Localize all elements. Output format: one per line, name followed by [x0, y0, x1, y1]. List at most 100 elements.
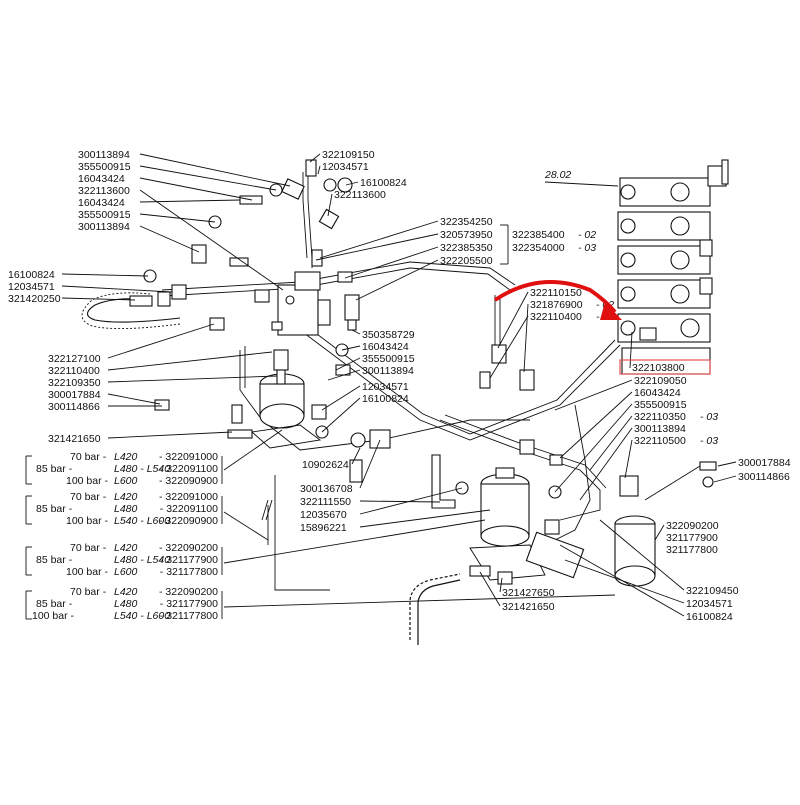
part-label: 355500915: [78, 209, 131, 221]
pressure-code-label: - 322090200: [159, 586, 218, 598]
part-label: 322385400: [512, 229, 565, 241]
part-label: 16043424: [362, 341, 409, 353]
model-label: L480: [114, 598, 138, 610]
leader-line: [315, 233, 439, 261]
pressure-bar-label: 85 bar -: [36, 503, 73, 515]
leader-line: [223, 511, 269, 541]
leader-line: [61, 285, 173, 293]
part-label: 322205500: [440, 255, 493, 267]
part-label: 355500915: [78, 161, 131, 173]
part-label: 300017884: [738, 457, 791, 469]
leader-line: [359, 509, 491, 528]
pressure-code-label: - 321177900: [160, 598, 218, 610]
leader-line: [579, 427, 633, 501]
part-label: 322110400: [530, 311, 582, 323]
part-label: 322354250: [440, 216, 493, 228]
central-valve-block: [277, 284, 319, 336]
part-label: 320573950: [440, 229, 493, 241]
pressure-code-label: - 322091100: [160, 503, 218, 515]
leader-line: [351, 329, 361, 335]
pressure-bar-label: 85 bar -: [36, 598, 73, 610]
part-label: 322113600: [78, 185, 130, 197]
leader-line: [629, 331, 633, 369]
pressure-bar-label: 100 bar -: [66, 566, 109, 578]
pressure-code-label: - 322091000: [159, 491, 218, 503]
part-label: 12035670: [300, 509, 347, 521]
part-label: 321421650: [502, 601, 555, 613]
pressure-code-label: - 321177800: [160, 566, 218, 578]
part-label: 321420250: [8, 293, 61, 305]
leader-line: [499, 577, 503, 593]
pressure-bar-label: 70 bar -: [70, 586, 107, 598]
leader-line: [544, 181, 619, 187]
part-label: 321876900: [530, 299, 583, 311]
part-label: 355500915: [362, 353, 415, 365]
leader-line: [355, 259, 439, 301]
part-label-suffix: - 02: [578, 229, 596, 241]
leader-line: [139, 177, 253, 201]
leader-line: [321, 397, 361, 433]
part-label: 322090200: [666, 520, 719, 532]
part-label: 12034571: [362, 381, 409, 393]
part-label: 300136708: [300, 483, 353, 495]
part-label: 12034571: [322, 161, 369, 173]
leader-line: [523, 303, 529, 373]
leader-line: [107, 393, 161, 405]
pressure-bar-label: 100 bar -: [66, 515, 109, 527]
leader-line: [497, 291, 529, 349]
leader-line: [624, 439, 633, 479]
part-label: 321177900: [666, 532, 718, 544]
leader-line: [223, 429, 283, 471]
part-label: 322110500: [634, 435, 686, 447]
model-label: L600: [114, 566, 138, 578]
leader-line: [107, 375, 278, 383]
leader-line: [479, 571, 501, 607]
part-label: 322109150: [322, 149, 375, 161]
leader-line: [107, 323, 215, 359]
part-label: 12034571: [686, 598, 733, 610]
pressure-code-label: - 322091100: [160, 463, 218, 475]
part-label: 15896221: [300, 522, 347, 534]
part-label: 322109450: [686, 585, 739, 597]
part-label-suffix: - 03: [700, 411, 718, 423]
leader-line: [319, 220, 439, 259]
leader-line: [351, 447, 361, 465]
pressure-code-label: - 322090200: [159, 542, 218, 554]
leader-line: [107, 431, 233, 439]
labels-top: 3221091501203457116100824322113600322354…: [322, 149, 493, 405]
labels-left: 3001138943555009151604342432211360016043…: [8, 149, 131, 445]
part-label: 322354000: [512, 242, 565, 254]
leader-line: [713, 475, 737, 483]
red-arrow-head: [600, 302, 622, 320]
leader-line: [589, 415, 633, 471]
part-label: 321427650: [502, 587, 555, 599]
leader-line: [489, 315, 529, 379]
pressure-bar-label: 100 bar -: [66, 475, 109, 487]
leader-line: [139, 153, 291, 187]
pressure-bar-label: 100 bar -: [32, 610, 75, 622]
part-label: 322111550: [300, 496, 351, 508]
part-label: 300113894: [362, 365, 414, 377]
model-label: L420: [114, 491, 138, 503]
control-valve-block: [617, 159, 729, 375]
part-label-suffix: - 03: [578, 242, 596, 254]
leader-line: [107, 351, 273, 371]
leader-line: [139, 199, 241, 203]
part-label: 300113894: [78, 149, 130, 161]
leader-line: [61, 297, 136, 301]
leader-line: [327, 369, 361, 381]
leader-line: [559, 391, 633, 459]
leader-line: [644, 465, 701, 501]
leader-line: [344, 246, 439, 279]
leader-line: [139, 165, 277, 191]
pressure-bar-label: 85 bar -: [36, 554, 73, 566]
part-label: 300113894: [78, 221, 130, 233]
pressure-bar-label: 70 bar -: [70, 491, 107, 503]
mount-bracket: [431, 454, 456, 509]
part-label: 16043424: [634, 387, 681, 399]
leader-line: [61, 273, 149, 277]
part-label: 300017884: [48, 389, 101, 401]
leader-line: [359, 487, 463, 515]
